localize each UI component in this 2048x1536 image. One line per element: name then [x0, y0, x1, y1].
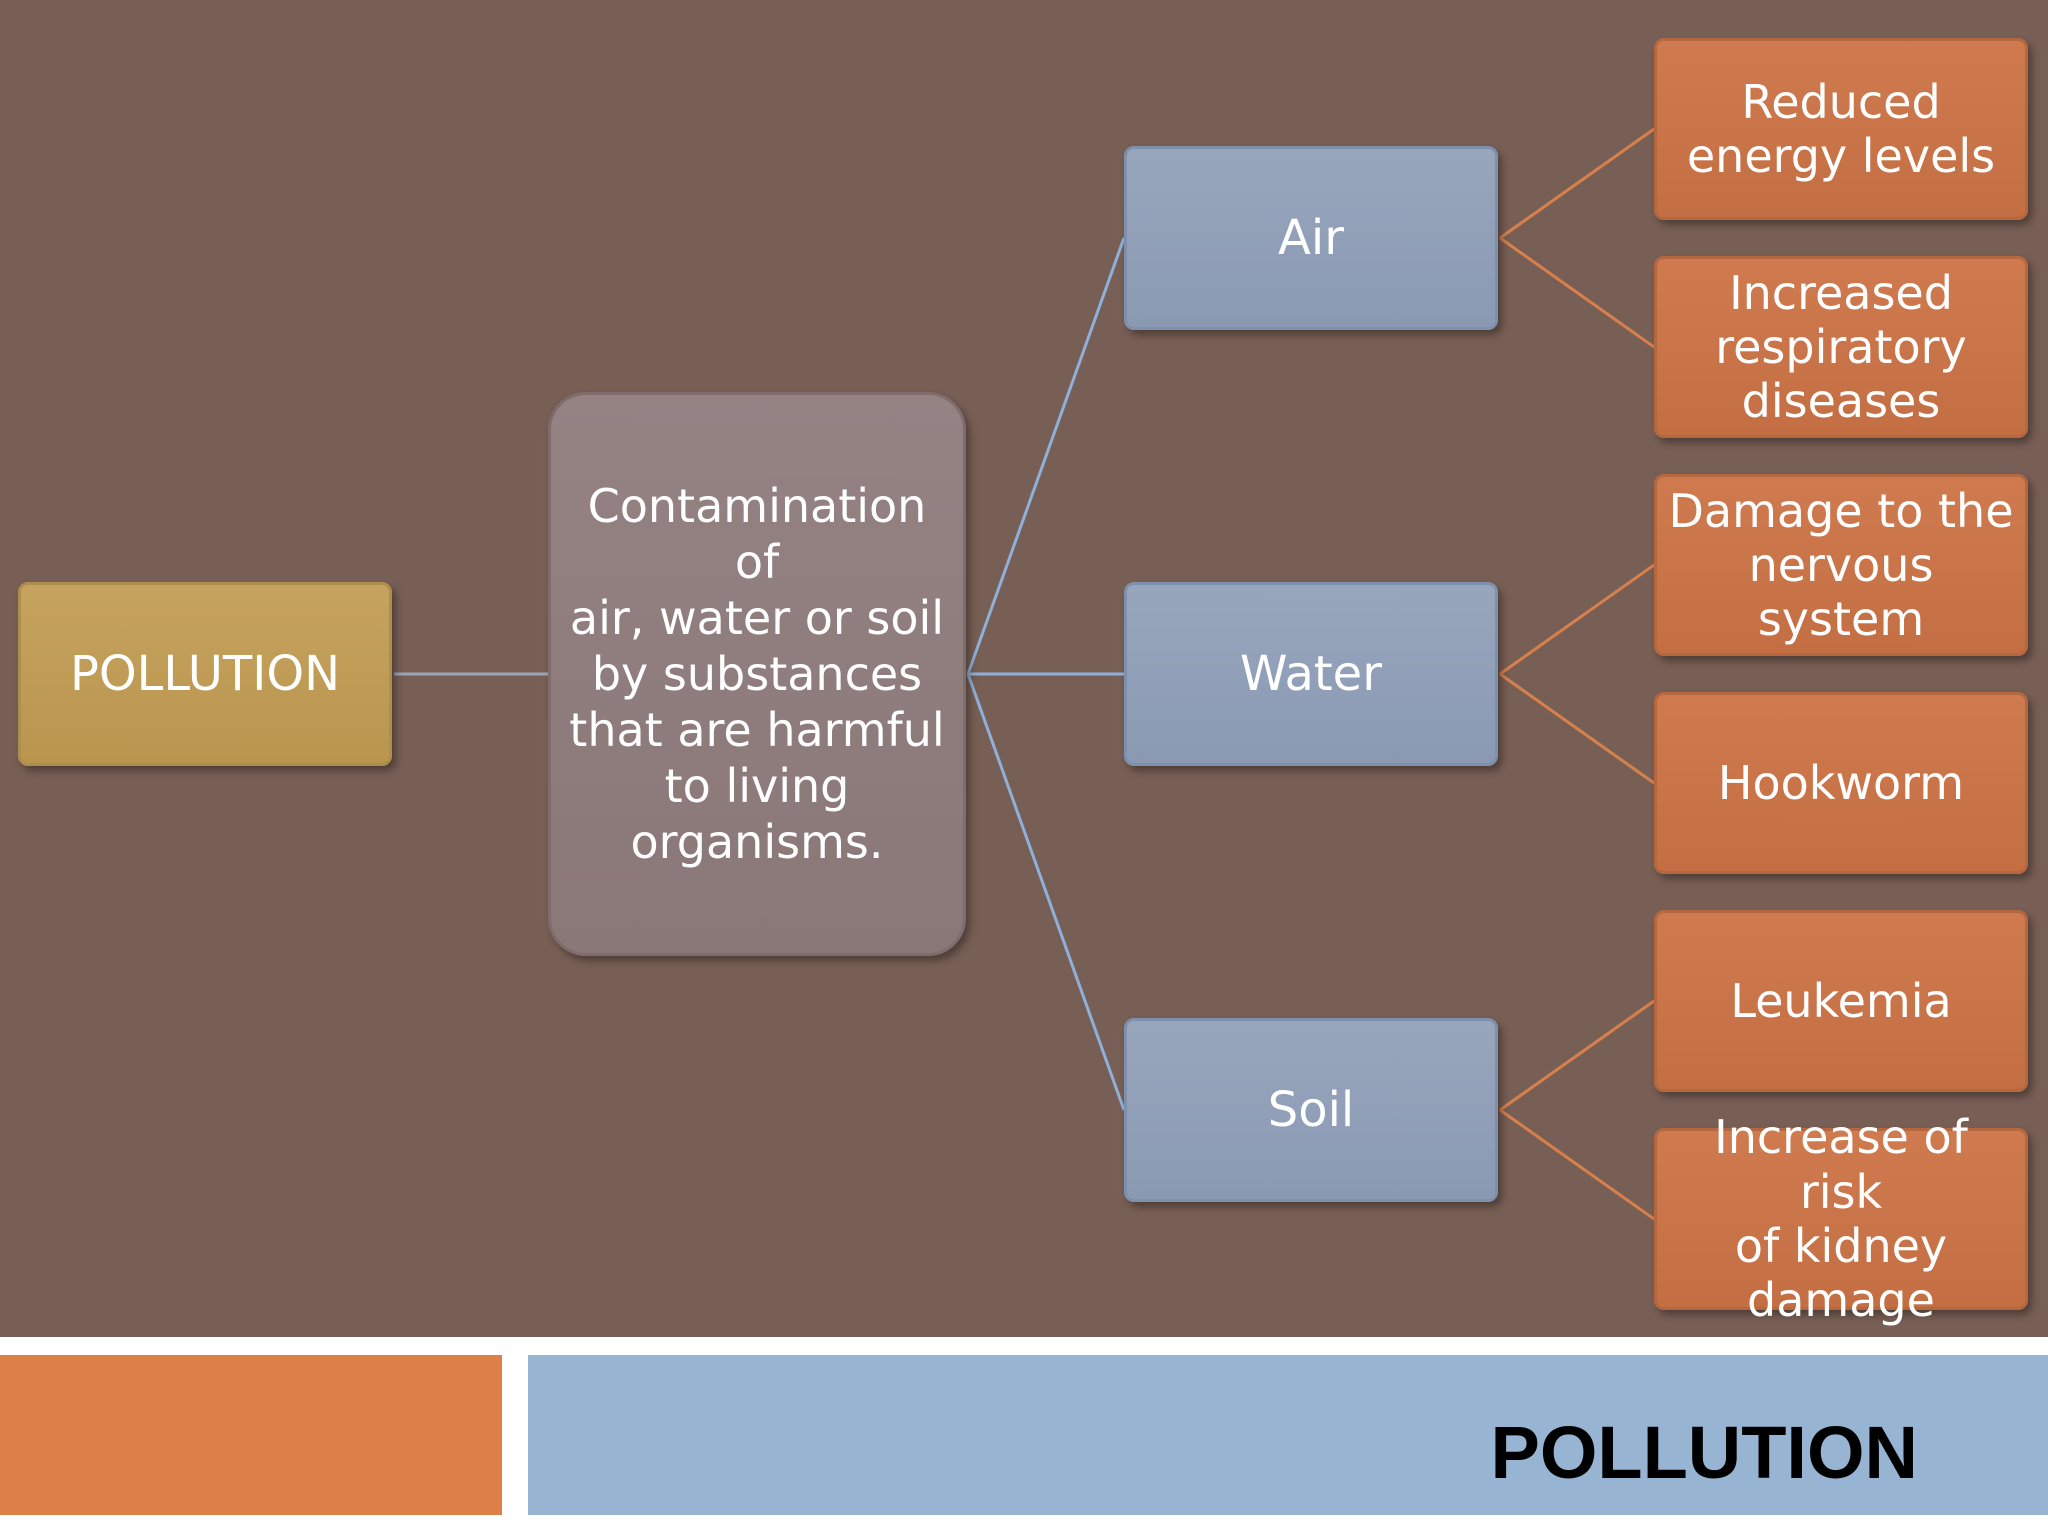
connector-medium-effect: [1499, 999, 1655, 1112]
diagram-canvas: POLLUTION Contamination of air, water or…: [0, 0, 2048, 1337]
slide-title: POLLUTION: [1490, 1411, 1918, 1494]
effect-node-kidney-damage: Increase of risk of kidney damage: [1654, 1110, 2028, 1327]
effect-node-reduced-energy: Reduced energy levels: [1654, 38, 2028, 220]
effect-node-hookworm: Hookworm: [1654, 692, 2028, 874]
effect-node-nervous-system: Damage to the nervous system: [1654, 474, 2028, 656]
connector-medium-effect: [1499, 563, 1655, 676]
medium-node-soil: Soil: [1124, 1018, 1498, 1202]
connector-lines: [394, 127, 1655, 1221]
medium-node-air: Air: [1124, 146, 1498, 330]
definition-text: Contamination of air, water or soil by s…: [569, 478, 945, 870]
footer-title-bar: [528, 1355, 2048, 1515]
effect-label: Increased respiratory diseases: [1715, 265, 1967, 429]
effect-label: Damage to the nervous system: [1668, 483, 2014, 647]
effect-node-respiratory-diseases: Increased respiratory diseases: [1654, 256, 2028, 438]
effect-label: Hookworm: [1717, 755, 1965, 810]
footer-accent-block: [0, 1355, 502, 1515]
root-node-label: POLLUTION: [69, 645, 341, 702]
connector-medium-effect: [1499, 672, 1655, 785]
connector-medium-effect: [1499, 127, 1655, 240]
medium-label-air: Air: [1278, 209, 1344, 266]
medium-node-water: Water: [1124, 582, 1498, 766]
connector-definition-medium: [966, 673, 1126, 1111]
medium-label-water: Water: [1240, 645, 1382, 702]
medium-label-soil: Soil: [1267, 1081, 1355, 1138]
root-node-pollution: POLLUTION: [18, 582, 392, 766]
connector-definition-medium: [966, 237, 1126, 675]
effect-label: Increase of risk of kidney damage: [1714, 1110, 1968, 1328]
connector-medium-effect: [1499, 236, 1655, 349]
effect-node-leukemia: Leukemia: [1654, 910, 2028, 1092]
footer-divider: [0, 1337, 2048, 1355]
connector-medium-effect: [1499, 1108, 1655, 1221]
effect-label: Reduced energy levels: [1686, 74, 1996, 183]
effect-label: Leukemia: [1730, 973, 1952, 1028]
definition-node: Contamination of air, water or soil by s…: [548, 392, 966, 956]
